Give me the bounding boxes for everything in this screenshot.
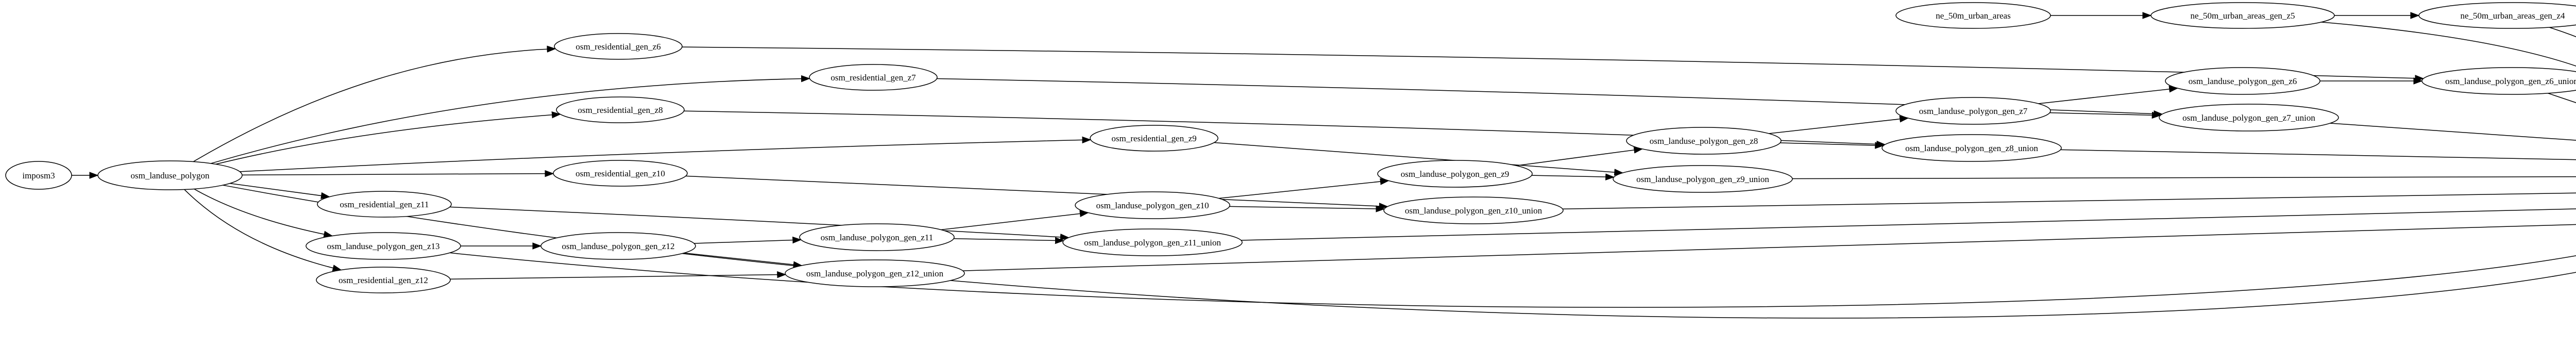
edge-osm_residential_gen_z11--osm_landuse_polygon_gen_z11_union — [449, 206, 1070, 241]
node-label-ne_50m_urban_areas_gen_z4: ne_50m_urban_areas_gen_z4 — [2461, 11, 2565, 21]
node-label-osm_landuse_polygon_gen_z12: osm_landuse_polygon_gen_z12 — [562, 241, 674, 251]
edge-layer — [72, 12, 2576, 319]
node-imposm3: imposm3 — [5, 161, 72, 190]
node-label-osm_landuse_polygon_gen_z10_union: osm_landuse_polygon_gen_z10_union — [1405, 206, 1543, 216]
node-label-osm_landuse_polygon_gen_z11: osm_landuse_polygon_gen_z11 — [821, 233, 933, 242]
node-osm_landuse_polygon_gen_z11_union: osm_landuse_polygon_gen_z11_union — [1062, 228, 1243, 256]
node-label-imposm3: imposm3 — [22, 171, 55, 180]
edge-osm_landuse_polygon--osm_residential_gen_z6 — [193, 45, 556, 162]
node-osm_landuse_polygon_gen_z11: osm_landuse_polygon_gen_z11 — [799, 223, 955, 251]
node-label-osm_landuse_polygon_gen_z9: osm_landuse_polygon_gen_z9 — [1401, 169, 1510, 179]
edge-osm_landuse_polygon--osm_landuse_polygon_gen_z13 — [194, 188, 333, 238]
node-label-osm_residential_gen_z12: osm_residential_gen_z12 — [338, 275, 428, 285]
node-label-osm_residential_gen_z9: osm_residential_gen_z9 — [1111, 134, 1196, 143]
edge-osm_landuse_polygon_gen_z8_union--row-z8 — [2060, 149, 2576, 160]
edge-osm_landuse_polygon_gen_z7--osm_landuse_polygon_gen_z7_union — [2049, 111, 2161, 119]
edge-osm_landuse_polygon--osm_residential_gen_z12 — [184, 189, 342, 272]
node-label-ne_50m_urban_areas: ne_50m_urban_areas — [1936, 11, 2010, 21]
edge-osm_landuse_polygon_gen_z10--osm_landuse_polygon_gen_z10_union — [1229, 205, 1385, 212]
edge-osm_residential_gen_z9--osm_landuse_polygon_gen_z9_union — [1214, 142, 1624, 176]
node-label-osm_landuse_polygon_gen_z8: osm_landuse_polygon_gen_z8 — [1650, 136, 1758, 146]
edge-osm_residential_gen_z6--osm_landuse_polygon_gen_z6_union — [682, 46, 2425, 82]
edge-osm_residential_gen_z12--osm_landuse_polygon_gen_z12_union — [450, 271, 787, 279]
node-osm_landuse_polygon_gen_z8_union: osm_landuse_polygon_gen_z8_union — [1882, 134, 2062, 162]
node-osm_landuse_polygon_gen_z7: osm_landuse_polygon_gen_z7 — [1895, 97, 2051, 125]
node-osm_residential_gen_z10: osm_residential_gen_z10 — [553, 160, 688, 187]
node-label-osm_landuse_polygon_gen_z7_union: osm_landuse_polygon_gen_z7_union — [2182, 113, 2315, 123]
edge-ne_50m_urban_areas_gen_z4--row-z4 — [2549, 27, 2576, 38]
node-label-osm_residential_gen_z6: osm_residential_gen_z6 — [575, 42, 660, 52]
edge-osm_landuse_polygon--osm_residential_gen_z7 — [211, 75, 811, 164]
node-label-osm_residential_gen_z7: osm_residential_gen_z7 — [831, 73, 916, 83]
node-label-osm_landuse_polygon_gen_z6: osm_landuse_polygon_gen_z6 — [2189, 76, 2297, 86]
edge-ne_50m_urban_areas_gen_z5--row-z5 — [2321, 22, 2576, 67]
edge-osm_landuse_polygon_gen_z11--osm_landuse_polygon_gen_z11_union — [954, 237, 1064, 244]
edge-osm_landuse_polygon_gen_z12_union--row-z12 — [962, 224, 2576, 271]
edge-osm_landuse_polygon_gen_z11--osm_landuse_polygon_gen_z10 — [941, 210, 1089, 231]
edge-osm_landuse_polygon_gen_z6_union--row-z6 — [2548, 93, 2576, 103]
edge-osm_landuse_polygon_gen_z7_union--row-z7 — [2330, 123, 2576, 141]
node-label-osm_residential_gen_z10: osm_residential_gen_z10 — [575, 169, 665, 178]
edge-osm_landuse_polygon_gen_z7--osm_landuse_polygon_gen_z6 — [2038, 86, 2179, 104]
node-label-osm_landuse_polygon_gen_z12_union: osm_landuse_polygon_gen_z12_union — [806, 269, 944, 278]
node-label-osm_landuse_polygon_gen_z6_union: osm_landuse_polygon_gen_z6_union — [2445, 76, 2576, 86]
node-osm_landuse_polygon_gen_z6_union: osm_landuse_polygon_gen_z6_union — [2421, 67, 2576, 95]
node-osm_residential_gen_z7: osm_residential_gen_z7 — [809, 64, 938, 91]
edge-osm_landuse_polygon_gen_z10--osm_landuse_polygon_gen_z9 — [1218, 178, 1389, 199]
node-label-osm_landuse_polygon_gen_z9_union: osm_landuse_polygon_gen_z9_union — [1636, 174, 1769, 184]
edge-osm_landuse_polygon--osm_residential_gen_z9 — [240, 136, 1092, 172]
node-label-osm_landuse_polygon_gen_z13: osm_landuse_polygon_gen_z13 — [327, 241, 439, 251]
node-osm_landuse_polygon_gen_z6: osm_landuse_polygon_gen_z6 — [2165, 67, 2320, 95]
node-label-osm_residential_gen_z8: osm_residential_gen_z8 — [578, 105, 663, 115]
node-label-osm_landuse_polygon_gen_z7: osm_landuse_polygon_gen_z7 — [1919, 106, 2028, 116]
node-osm_landuse_polygon_gen_z8: osm_landuse_polygon_gen_z8 — [1626, 127, 1782, 155]
edge-osm_landuse_polygon_gen_z10_union--row-z10 — [1563, 192, 2576, 210]
edge-osm_landuse_polygon_gen_z9_union--row-z9 — [1792, 176, 2576, 179]
node-osm_landuse_polygon_gen_z10: osm_landuse_polygon_gen_z10 — [1075, 191, 1230, 219]
node-osm_residential_gen_z12: osm_residential_gen_z12 — [316, 267, 451, 293]
edge-osm_landuse_polygon_gen_z8--osm_landuse_polygon_gen_z7 — [1769, 116, 1909, 134]
node-label-osm_landuse_polygon_gen_z10: osm_landuse_polygon_gen_z10 — [1096, 201, 1209, 210]
edge-osm_landuse_polygon--osm_residential_gen_z8 — [215, 111, 561, 165]
node-osm_landuse_polygon: osm_landuse_polygon — [97, 160, 243, 190]
node-osm_residential_gen_z9: osm_residential_gen_z9 — [1090, 125, 1218, 152]
node-ne_50m_urban_areas_gen_z5: ne_50m_urban_areas_gen_z5 — [2150, 2, 2335, 29]
node-label-ne_50m_urban_areas_gen_z5: ne_50m_urban_areas_gen_z5 — [2191, 11, 2295, 21]
node-label-osm_landuse_polygon_gen_z8_union: osm_landuse_polygon_gen_z8_union — [1905, 143, 2038, 153]
node-osm_landuse_polygon_gen_z13: osm_landuse_polygon_gen_z13 — [306, 232, 461, 260]
edge-osm_landuse_polygon_gen_z13--row-z13 — [449, 252, 2576, 308]
node-osm_residential_gen_z11: osm_residential_gen_z11 — [317, 191, 452, 218]
edge-osm_residential_gen_z10--osm_landuse_polygon_gen_z10_union — [685, 175, 1388, 210]
edge-osm_landuse_polygon_gen_z12--osm_landuse_polygon_gen_z12_union — [684, 252, 803, 268]
node-osm_landuse_polygon_gen_z10_union: osm_landuse_polygon_gen_z10_union — [1383, 196, 1564, 224]
node-osm_landuse_polygon_gen_z12_union: osm_landuse_polygon_gen_z12_union — [785, 259, 965, 287]
node-osm_residential_gen_z8: osm_residential_gen_z8 — [556, 96, 685, 123]
edge-osm_landuse_polygon_gen_z11_union--row-z11 — [1241, 208, 2576, 241]
edge-osm_landuse_polygon_gen_z8--osm_landuse_polygon_gen_z8_union — [1780, 142, 1885, 149]
edge-osm_landuse_polygon--osm_residential_gen_z10 — [242, 170, 554, 177]
edge-osm_landuse_polygon_gen_z12--osm_landuse_polygon_gen_z11 — [694, 236, 802, 244]
node-osm_residential_gen_z6: osm_residential_gen_z6 — [554, 33, 683, 60]
node-osm_landuse_polygon_gen_z12: osm_landuse_polygon_gen_z12 — [540, 232, 696, 260]
node-osm_landuse_polygon_gen_z9_union: osm_landuse_polygon_gen_z9_union — [1613, 165, 1793, 193]
node-ne_50m_urban_areas: ne_50m_urban_areas — [1895, 2, 2051, 29]
node-label-osm_landuse_polygon_gen_z11_union: osm_landuse_polygon_gen_z11_union — [1084, 238, 1221, 248]
edge-osm_landuse_polygon--osm_residential_gen_z11 — [230, 183, 330, 200]
node-osm_landuse_polygon_gen_z9: osm_landuse_polygon_gen_z9 — [1377, 160, 1533, 188]
node-label-osm_residential_gen_z11: osm_residential_gen_z11 — [340, 200, 429, 209]
node-osm_landuse_polygon_gen_z7_union: osm_landuse_polygon_gen_z7_union — [2159, 104, 2339, 131]
node-label-osm_landuse_polygon: osm_landuse_polygon — [131, 171, 210, 180]
node-ne_50m_urban_areas_gen_z4: ne_50m_urban_areas_gen_z4 — [2418, 2, 2576, 29]
edge-osm_landuse_polygon_gen_z9--osm_landuse_polygon_gen_z8 — [1516, 146, 1643, 166]
edge-osm_landuse_polygon_gen_z9--osm_landuse_polygon_gen_z9_union — [1531, 173, 1615, 180]
node-layer: imposm3 osm_landuse_polygon osm_residentia… — [5, 2, 2576, 293]
